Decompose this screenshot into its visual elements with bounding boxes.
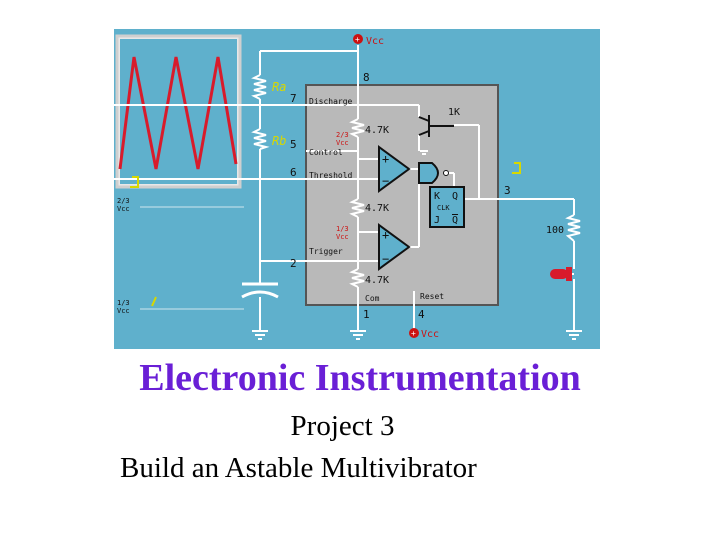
transistor-resistor-label: 1K [448,107,460,118]
vcc-top-terminal: + [353,34,363,44]
control-label: Control [309,148,343,157]
reset-label: Reset [420,292,444,301]
ff-j-label: J [434,215,440,226]
pin-3-label: 3 [504,184,511,197]
pin-5-label: 5 [290,138,297,151]
output-resistor-label: 100 [546,225,564,236]
pin-8-label: 8 [363,71,370,84]
comparator-upper [378,145,411,193]
divider-resistor-3-label: 4.7K [365,275,389,286]
pulse-icon [130,162,521,188]
upper-ref-den: Vcc [336,139,349,147]
discharge-label: Discharge [309,97,353,106]
level-high-num: 2/3 [117,197,130,205]
level-low-num: 1/3 [117,299,130,307]
oscilloscope-display [115,34,242,189]
comparator-lower-plus: + [382,228,389,242]
divider-resistor-2 [349,198,365,218]
timer-555-chip [305,84,499,306]
pin-7-label: 7 [290,92,297,105]
resistor-rb [251,128,270,150]
divider-resistor-3 [349,268,365,288]
comparator-upper-plus: + [382,152,389,166]
upper-ref-num: 2/3 [336,131,349,139]
transistor [418,115,454,137]
level-high-den: Vcc [117,205,130,213]
comparator-upper-minus: − [382,174,389,188]
svg-text:+: + [411,329,416,338]
output-resistor [565,214,581,242]
slide-subtitle: Project 3 [290,410,395,442]
lower-ref-den: Vcc [336,233,349,241]
ff-clk-label: CLK [437,204,450,212]
vcc-top-label: Vcc [366,36,384,47]
resistor-ra-label: Ra [272,80,286,94]
ff-qbar-label: Q [452,215,458,226]
slide-description: Build an Astable Multivibrator [120,452,477,484]
led-icon [550,267,574,281]
com-label: Com [365,294,380,303]
ff-k-label: K [434,191,440,202]
threshold-label: Threshold [309,171,353,180]
sawtooth-waveform [118,56,238,170]
pin-2-label: 2 [290,257,297,270]
divider-resistor-1-label: 4.7K [365,125,389,136]
capacitor [241,282,279,299]
comparator-lower-minus: − [382,252,389,266]
ground-icon [252,150,582,340]
wiring [114,45,575,331]
level-low-den: Vcc [117,307,130,315]
marker-icon [151,296,157,307]
resistor-rb-label: Rb [272,134,286,148]
vcc-bottom-terminal: + [409,328,419,338]
resistor-ra [251,74,267,100]
pin-1-label: 1 [363,308,370,321]
astable-multivibrator-diagram: + − + − K Q CLK J Q + Vcc + Vcc [114,29,600,349]
pin-6-label: 6 [290,166,297,179]
trigger-label: Trigger [309,247,343,256]
divider-resistor-2-label: 4.7K [365,203,389,214]
flip-flop [429,186,465,228]
ff-q-label: Q [452,191,458,202]
pin-4-label: 4 [418,308,425,321]
comparator-lower [378,223,411,271]
vcc-bottom-label: Vcc [421,329,439,340]
lower-ref-num: 1/3 [336,225,349,233]
divider-resistor-1 [349,118,365,138]
nand-gate [418,162,449,184]
svg-text:+: + [355,35,360,44]
slide-title: Electronic Instrumentation [139,357,581,399]
